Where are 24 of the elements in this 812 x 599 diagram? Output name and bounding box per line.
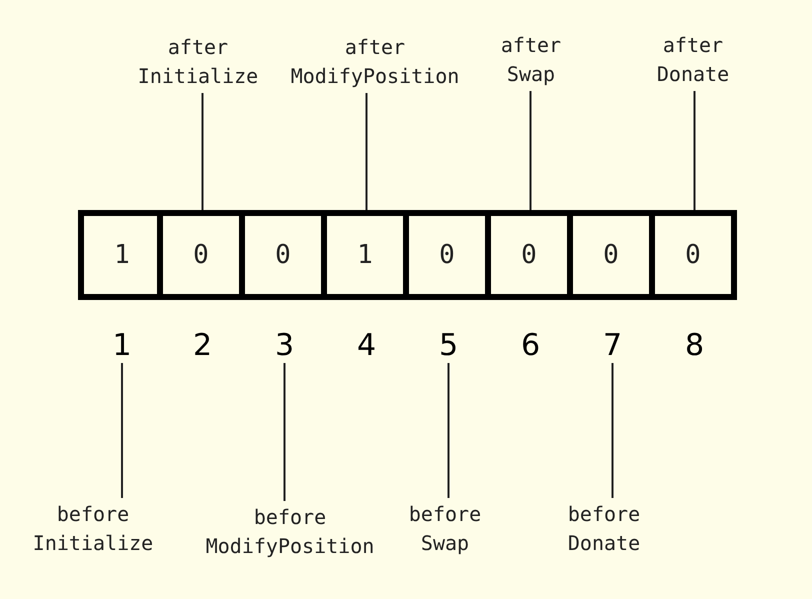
index-number: 1 — [111, 328, 133, 363]
leader-line — [366, 93, 368, 210]
index-number: 5 — [438, 328, 460, 363]
leader-line — [530, 91, 532, 210]
index-number: 3 — [274, 328, 296, 363]
label-text: after Swap — [500, 31, 562, 89]
index-number: 7 — [602, 328, 624, 363]
label-text: after Initialize — [138, 33, 258, 91]
index-number: 4 — [356, 328, 378, 363]
leader-line — [612, 363, 614, 498]
label-text: before ModifyPosition — [206, 503, 374, 561]
leader-line — [448, 363, 450, 498]
leader-line — [284, 363, 286, 501]
label-text: before Initialize — [32, 500, 154, 558]
leader-line — [121, 363, 123, 498]
index-number: 8 — [684, 328, 706, 363]
label-text: after Donate — [656, 31, 730, 89]
index-number: 2 — [192, 328, 214, 363]
label-text: before Swap — [408, 500, 482, 558]
index-number: 6 — [520, 328, 542, 363]
label-text: after ModifyPosition — [290, 33, 460, 91]
label-text: before Donate — [568, 500, 640, 558]
leader-line — [694, 91, 696, 210]
leader-line — [202, 93, 204, 210]
